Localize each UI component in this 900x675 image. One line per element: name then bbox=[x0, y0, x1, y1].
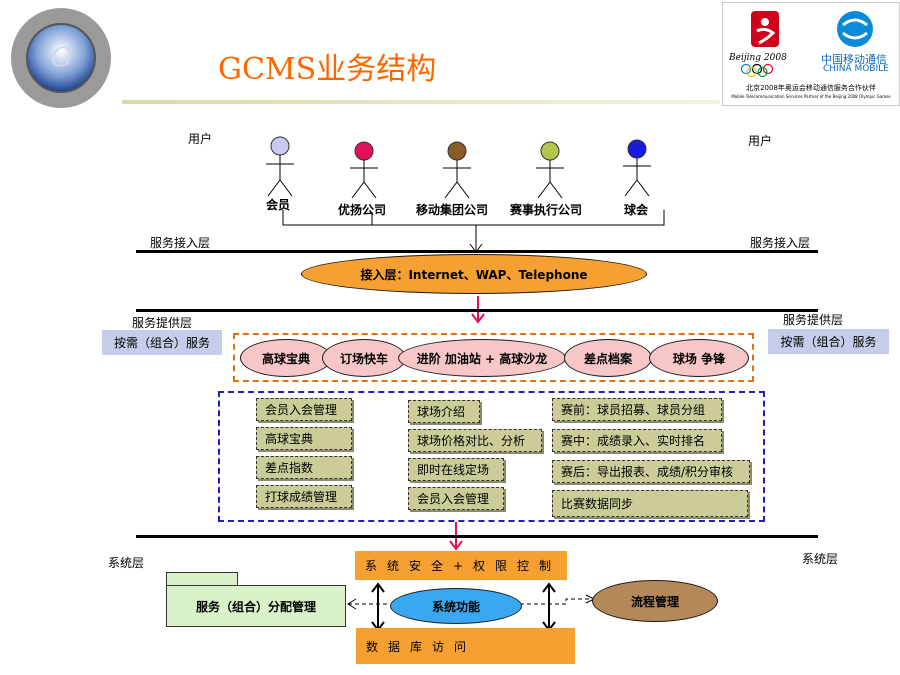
service-golf-handbook: 高球宝典 bbox=[240, 339, 332, 377]
package-allocation: 服务（组合）分配管理 bbox=[166, 585, 346, 627]
access-layer-line bbox=[136, 250, 818, 253]
service-advanced-salon: 进阶 加油站 + 高球沙龙 bbox=[398, 339, 566, 377]
club-logo: G bbox=[2, 4, 120, 108]
module-handicap-index: 差点指数 bbox=[256, 456, 352, 479]
security-bar: 系统安全+权限控制 bbox=[355, 551, 567, 580]
china-mobile-cn: 中国移动通信 bbox=[821, 53, 887, 66]
module-pre-match: 赛前：球员招募、球员分组 bbox=[552, 398, 722, 421]
access-layer-oval: 接入层：Internet、WAP、Telephone bbox=[301, 254, 647, 294]
actor-club-icon bbox=[623, 139, 651, 197]
module-online-booking: 即时在线定场 bbox=[408, 458, 504, 481]
olympic-emblem-icon bbox=[751, 11, 779, 47]
china-mobile-logo-icon bbox=[837, 11, 873, 47]
provide-layer-label-right: 服务提供层 bbox=[783, 313, 844, 327]
package-tab bbox=[166, 572, 238, 586]
module-golf-handbook: 高球宝典 bbox=[256, 427, 352, 450]
service-course-competition: 球场 争锋 bbox=[649, 339, 749, 377]
olympic-rings-icon bbox=[740, 63, 774, 77]
module-price-compare: 球场价格对比、分析 bbox=[408, 429, 542, 452]
actor-label-member: 会员 bbox=[266, 198, 291, 212]
actor-label-event-company: 赛事执行公司 bbox=[510, 203, 583, 217]
partner-logo-panel: Beijing 2008 中国移动通信 CHINA MOBILE 北京2008年… bbox=[722, 2, 900, 106]
module-in-match: 赛中：成绩录入、实时排名 bbox=[552, 429, 722, 452]
system-layer-label-left: 系统层 bbox=[108, 556, 145, 570]
system-function-oval: 系统功能 bbox=[390, 588, 522, 624]
service-booking-express: 订场快车 bbox=[322, 339, 406, 377]
on-demand-service-tag-left: 按需（组合）服务 bbox=[102, 330, 222, 355]
actor-mobile-group-icon bbox=[443, 141, 471, 199]
partner-caption-cn: 北京2008年奥运会移动通信服务合作伙伴 bbox=[746, 84, 876, 92]
system-layer-label-right: 系统层 bbox=[802, 552, 839, 566]
page-title: GCMS业务结构 bbox=[218, 52, 437, 87]
database-bar: 数据库访问 bbox=[356, 628, 575, 664]
on-demand-service-tag-right: 按需（组合）服务 bbox=[768, 329, 889, 354]
beijing-2008-text: Beijing 2008 bbox=[729, 53, 787, 63]
process-management-oval: 流程管理 bbox=[592, 580, 718, 622]
modules-container bbox=[218, 391, 765, 522]
actor-label-club: 球会 bbox=[624, 203, 649, 217]
module-member-admission-2: 会员入会管理 bbox=[408, 487, 504, 510]
system-layer-line bbox=[136, 535, 818, 538]
china-mobile-en: CHINA MOBILE bbox=[823, 64, 889, 74]
actor-youyang-icon bbox=[350, 141, 378, 199]
svg-text:G: G bbox=[51, 43, 72, 73]
provide-layer-line bbox=[136, 309, 818, 312]
module-course-intro: 球场介绍 bbox=[408, 400, 480, 423]
actor-member-icon bbox=[266, 136, 294, 197]
services-container bbox=[233, 333, 754, 382]
provide-layer-label-left: 服务提供层 bbox=[132, 316, 193, 330]
module-data-sync: 比赛数据同步 bbox=[552, 490, 748, 517]
access-layer-label-right: 服务接入层 bbox=[750, 236, 811, 250]
service-handicap-record: 差点档案 bbox=[564, 339, 652, 377]
partner-caption-en: Mobile Telecommunication Services Partne… bbox=[731, 94, 891, 99]
users-label-left: 用户 bbox=[188, 132, 213, 146]
module-post-match: 赛后：导出报表、成绩/积分审核 bbox=[552, 460, 750, 483]
title-divider bbox=[122, 100, 720, 104]
actor-event-company-icon bbox=[536, 141, 564, 199]
actor-label-mobile-group: 移动集团公司 bbox=[416, 203, 489, 217]
users-label-right: 用户 bbox=[748, 134, 773, 148]
module-member-admission: 会员入会管理 bbox=[256, 398, 352, 421]
actor-label-youyang: 优扬公司 bbox=[338, 203, 387, 217]
access-layer-label-left: 服务接入层 bbox=[150, 236, 211, 250]
module-score-management: 打球成绩管理 bbox=[256, 485, 352, 508]
